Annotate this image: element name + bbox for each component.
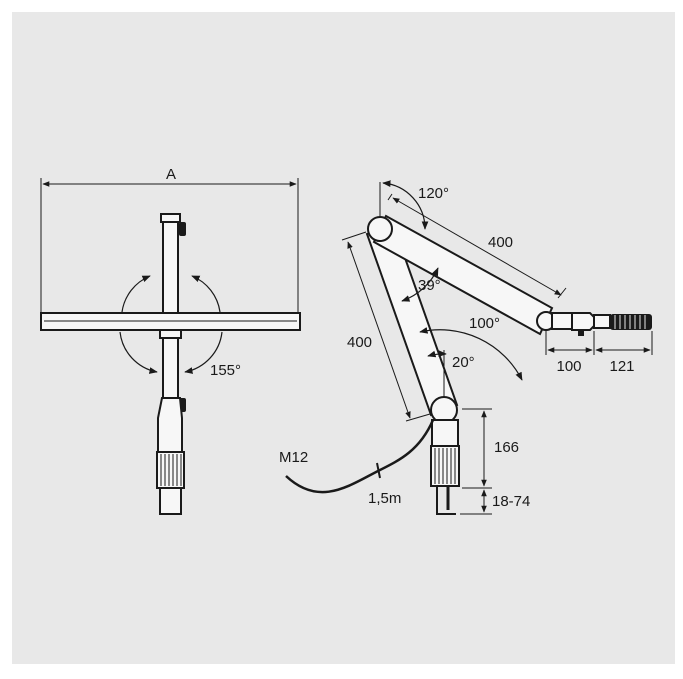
rotation-arc-tr xyxy=(191,275,221,313)
thread-label: M12 xyxy=(279,449,308,466)
head-grip xyxy=(610,314,652,330)
side-view: M12 1,5m 120° 400 400 39° 100° 20° 100 xyxy=(279,180,653,515)
knob-top xyxy=(179,222,186,236)
head-neck xyxy=(551,312,573,330)
rotation-arc-bl xyxy=(119,331,158,374)
lower-arm-front xyxy=(162,329,179,399)
rotation-angle-label: 155° xyxy=(210,362,241,379)
clamp-jaw xyxy=(436,486,456,515)
angle-39-label: 39° xyxy=(418,277,441,294)
angle-arc-20 xyxy=(427,350,447,358)
head-length-2-label: 121 xyxy=(609,358,634,375)
cable-tick xyxy=(376,462,381,479)
head-housing xyxy=(571,312,595,331)
front-view: A 155° xyxy=(40,166,301,515)
lower-arm-length-label: 400 xyxy=(347,334,372,351)
drawing-frame xyxy=(12,12,675,664)
dim-a-label: A xyxy=(166,166,176,183)
upper-arm-length-label: 400 xyxy=(488,234,513,251)
shoulder-joint xyxy=(367,216,393,242)
head-length-1-label: 100 xyxy=(556,358,581,375)
rotation-arc-tl xyxy=(121,275,151,313)
base-grip-side-ribs xyxy=(434,448,456,484)
base-grip-side xyxy=(430,445,460,487)
cable-length-label: 1,5m xyxy=(368,490,401,507)
angle-arc-39 xyxy=(401,267,439,302)
base-grip-ribs xyxy=(160,454,182,486)
angle-100-label: 100° xyxy=(469,315,500,332)
rotation-arc-br xyxy=(184,331,223,374)
angle-arc-100 xyxy=(419,327,523,381)
angle-120-label: 120° xyxy=(418,185,449,202)
dim-upper-ext-2 xyxy=(557,287,567,299)
dim-lower-ext-1 xyxy=(341,231,367,241)
cable xyxy=(285,419,435,494)
head-grip-ribs xyxy=(614,315,646,329)
upper-arm-cap xyxy=(160,213,181,223)
dim-lower-line xyxy=(347,241,411,419)
head-knob xyxy=(578,330,584,336)
angle-20-label: 20° xyxy=(452,354,475,371)
clamp-range-label: 18-74 xyxy=(492,493,530,510)
dim-lower-ext-2 xyxy=(405,413,431,422)
dim-upper-ext-1 xyxy=(387,193,393,201)
clamp-post-front xyxy=(159,487,182,515)
dim-upper-line xyxy=(392,197,562,296)
upper-arm-front xyxy=(162,217,179,314)
head-collar xyxy=(593,314,611,329)
height-label: 166 xyxy=(494,439,519,456)
base-housing-side xyxy=(431,419,459,447)
joint-front xyxy=(159,329,182,339)
base-housing xyxy=(157,397,183,453)
